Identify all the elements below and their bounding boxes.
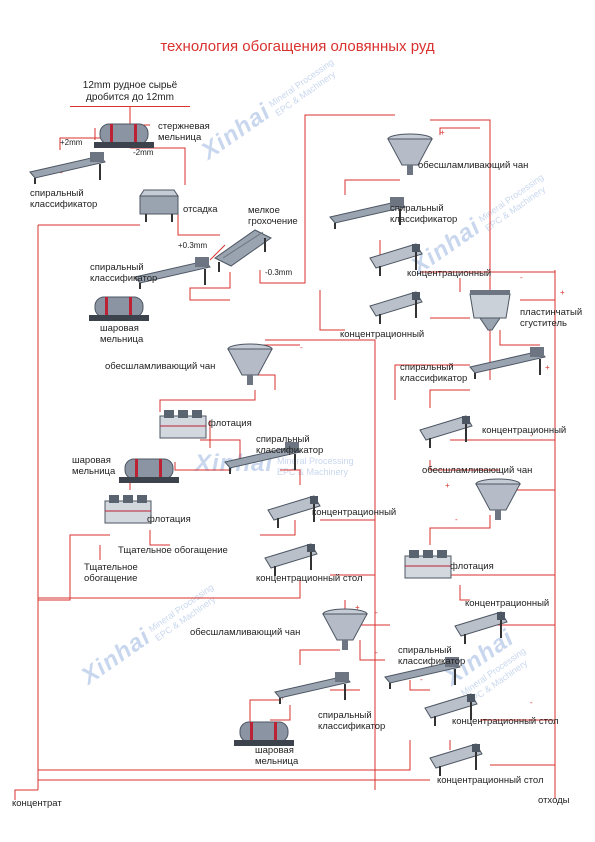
flotation-cell-icon bbox=[159, 409, 207, 439]
shaking-table-icon bbox=[419, 415, 473, 449]
page-title: технология обогащения оловянных руд bbox=[160, 38, 435, 55]
svg-text:+: + bbox=[440, 128, 445, 137]
label-concentrator: концентрационный bbox=[407, 268, 492, 279]
svg-text:-: - bbox=[530, 698, 533, 707]
label-jig: отсадка bbox=[183, 204, 218, 215]
ball-mill-icon bbox=[88, 296, 150, 322]
label-desliming-tank: обесшламливающий чан bbox=[105, 361, 216, 372]
label-fine-screen: мелкое грохочение bbox=[248, 205, 298, 227]
label-spiral-classifier: спиральный классификатор bbox=[30, 188, 98, 210]
svg-text:-: - bbox=[60, 168, 63, 177]
label-desliming-tank: обесшламливающий чан bbox=[418, 160, 529, 171]
label-ball-mill: шаровая мельница bbox=[72, 455, 116, 477]
ball-mill-icon bbox=[233, 721, 295, 747]
spiral-classifier-icon bbox=[29, 151, 106, 185]
desliming-tank-icon bbox=[475, 478, 521, 521]
svg-text:-: - bbox=[300, 343, 303, 352]
svg-text:+: + bbox=[545, 363, 550, 372]
shaking-table-icon bbox=[454, 611, 508, 645]
svg-text:-: - bbox=[375, 648, 378, 657]
rod-mill-icon bbox=[93, 123, 155, 149]
label-desliming-tank: обесшламливающий чан bbox=[190, 627, 301, 638]
feed-line-1: 12mm рудное сырьё bbox=[82, 80, 178, 91]
size-plus-2mm: +2mm bbox=[60, 138, 83, 147]
lamella-thickener-icon bbox=[469, 289, 511, 331]
desliming-tank-icon bbox=[227, 343, 273, 386]
svg-text:+: + bbox=[445, 481, 450, 490]
label-scavenging: Тщательное обогащение bbox=[84, 562, 138, 584]
label-lamella-thickener: пластинчатый сгуститель bbox=[520, 307, 583, 329]
svg-text:-: - bbox=[455, 515, 458, 524]
label-concentrate-output: концентрат bbox=[12, 798, 62, 809]
label-concentrating-table: концентрационный стол bbox=[256, 573, 363, 584]
label-spiral-classifier: спиральный классификатор bbox=[90, 262, 158, 284]
svg-text:-: - bbox=[420, 675, 423, 684]
flotation-cell-icon bbox=[104, 494, 152, 524]
size-minus-2mm: -2mm bbox=[133, 148, 154, 157]
label-flotation: флотация bbox=[208, 418, 252, 429]
label-concentrator: концентрационный bbox=[312, 507, 397, 518]
label-flotation: флотация bbox=[147, 514, 191, 525]
svg-text:+: + bbox=[560, 288, 565, 297]
label-tailings-output: отходы bbox=[538, 795, 570, 806]
size-plus-03mm: +0.3mm bbox=[178, 241, 208, 250]
label-concentrator: концентрационный bbox=[340, 329, 425, 340]
label-concentrator: концентрационный bbox=[482, 425, 567, 436]
feed-line-2: дробится до 12mm bbox=[86, 92, 174, 103]
ball-mill-icon bbox=[118, 458, 180, 484]
flotation-cell-icon bbox=[404, 549, 452, 579]
shaking-table-icon bbox=[264, 543, 318, 577]
size-minus-03mm: -0.3mm bbox=[265, 268, 293, 277]
label-scavenging: Тщательное обогащение bbox=[118, 545, 228, 556]
label-spiral-classifier: спиральный классификатор bbox=[390, 203, 458, 225]
spiral-classifier-icon bbox=[469, 346, 546, 380]
svg-text:-: - bbox=[530, 431, 533, 440]
label-flotation: флотация bbox=[450, 561, 494, 572]
label-spiral-classifier: спиральный классификатор bbox=[256, 434, 324, 456]
label-desliming-tank: обесшламливающий чан bbox=[422, 465, 533, 476]
vibrating-screen-icon bbox=[214, 229, 272, 273]
spiral-classifier-icon bbox=[274, 671, 351, 705]
shaking-table-icon bbox=[369, 291, 423, 325]
jig-icon bbox=[139, 189, 179, 223]
label-ball-mill: шаровая мельница bbox=[255, 745, 299, 767]
label-concentrating-table: концентрационный стол bbox=[437, 775, 544, 786]
svg-text:-: - bbox=[520, 273, 523, 282]
svg-text:-: - bbox=[375, 608, 378, 617]
svg-text:+: + bbox=[355, 603, 360, 612]
label-spiral-classifier: спиральный классификатор bbox=[398, 645, 466, 667]
label-spiral-classifier: спиральный классификатор bbox=[400, 362, 468, 384]
label-concentrating-table: концентрационный стол bbox=[452, 716, 559, 727]
label-ball-mill: шаровая мельница bbox=[100, 323, 144, 345]
label-spiral-classifier: спиральный классификатор bbox=[318, 710, 386, 732]
label-rod-mill: стержневая мельница bbox=[158, 121, 210, 143]
label-concentrator: концентрационный bbox=[465, 598, 550, 609]
shaking-table-icon bbox=[429, 743, 483, 777]
